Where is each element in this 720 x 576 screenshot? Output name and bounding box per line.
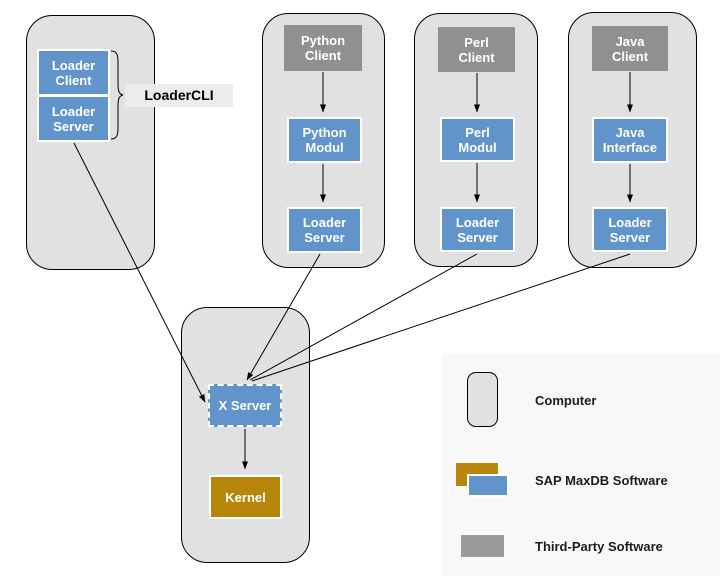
legend-computer-label: Computer (535, 393, 597, 408)
legend-sap-label: SAP MaxDB Software (535, 473, 668, 488)
legend-computer-icon (467, 372, 498, 427)
python-client-box: Python Client (284, 25, 362, 71)
perl-client-box: Perl Client (438, 27, 515, 72)
kernel-box: Kernel (209, 475, 282, 519)
python-modul-box: Python Modul (287, 117, 362, 163)
java-client-box: Java Client (592, 26, 668, 71)
x-server-box: X Server (208, 384, 282, 427)
legend-thirdparty-icon (461, 535, 504, 557)
java-loader-server-box: Loader Server (592, 207, 668, 252)
java-interface-box: Java Interface (592, 117, 668, 163)
legend-panel: Computer SAP MaxDB Software Third-Party … (442, 353, 720, 576)
python-loader-server-box: Loader Server (287, 207, 362, 253)
loader-server-box: Loader Server (37, 95, 110, 142)
perl-loader-server-box: Loader Server (440, 207, 515, 252)
legend-thirdparty-label: Third-Party Software (535, 539, 663, 554)
legend-sap-blue-icon (467, 474, 509, 497)
loadercli-label: LoaderCLI (125, 84, 233, 107)
perl-modul-box: Perl Modul (440, 117, 515, 162)
loader-client-box: Loader Client (37, 49, 110, 96)
computer-database-server (181, 307, 310, 563)
